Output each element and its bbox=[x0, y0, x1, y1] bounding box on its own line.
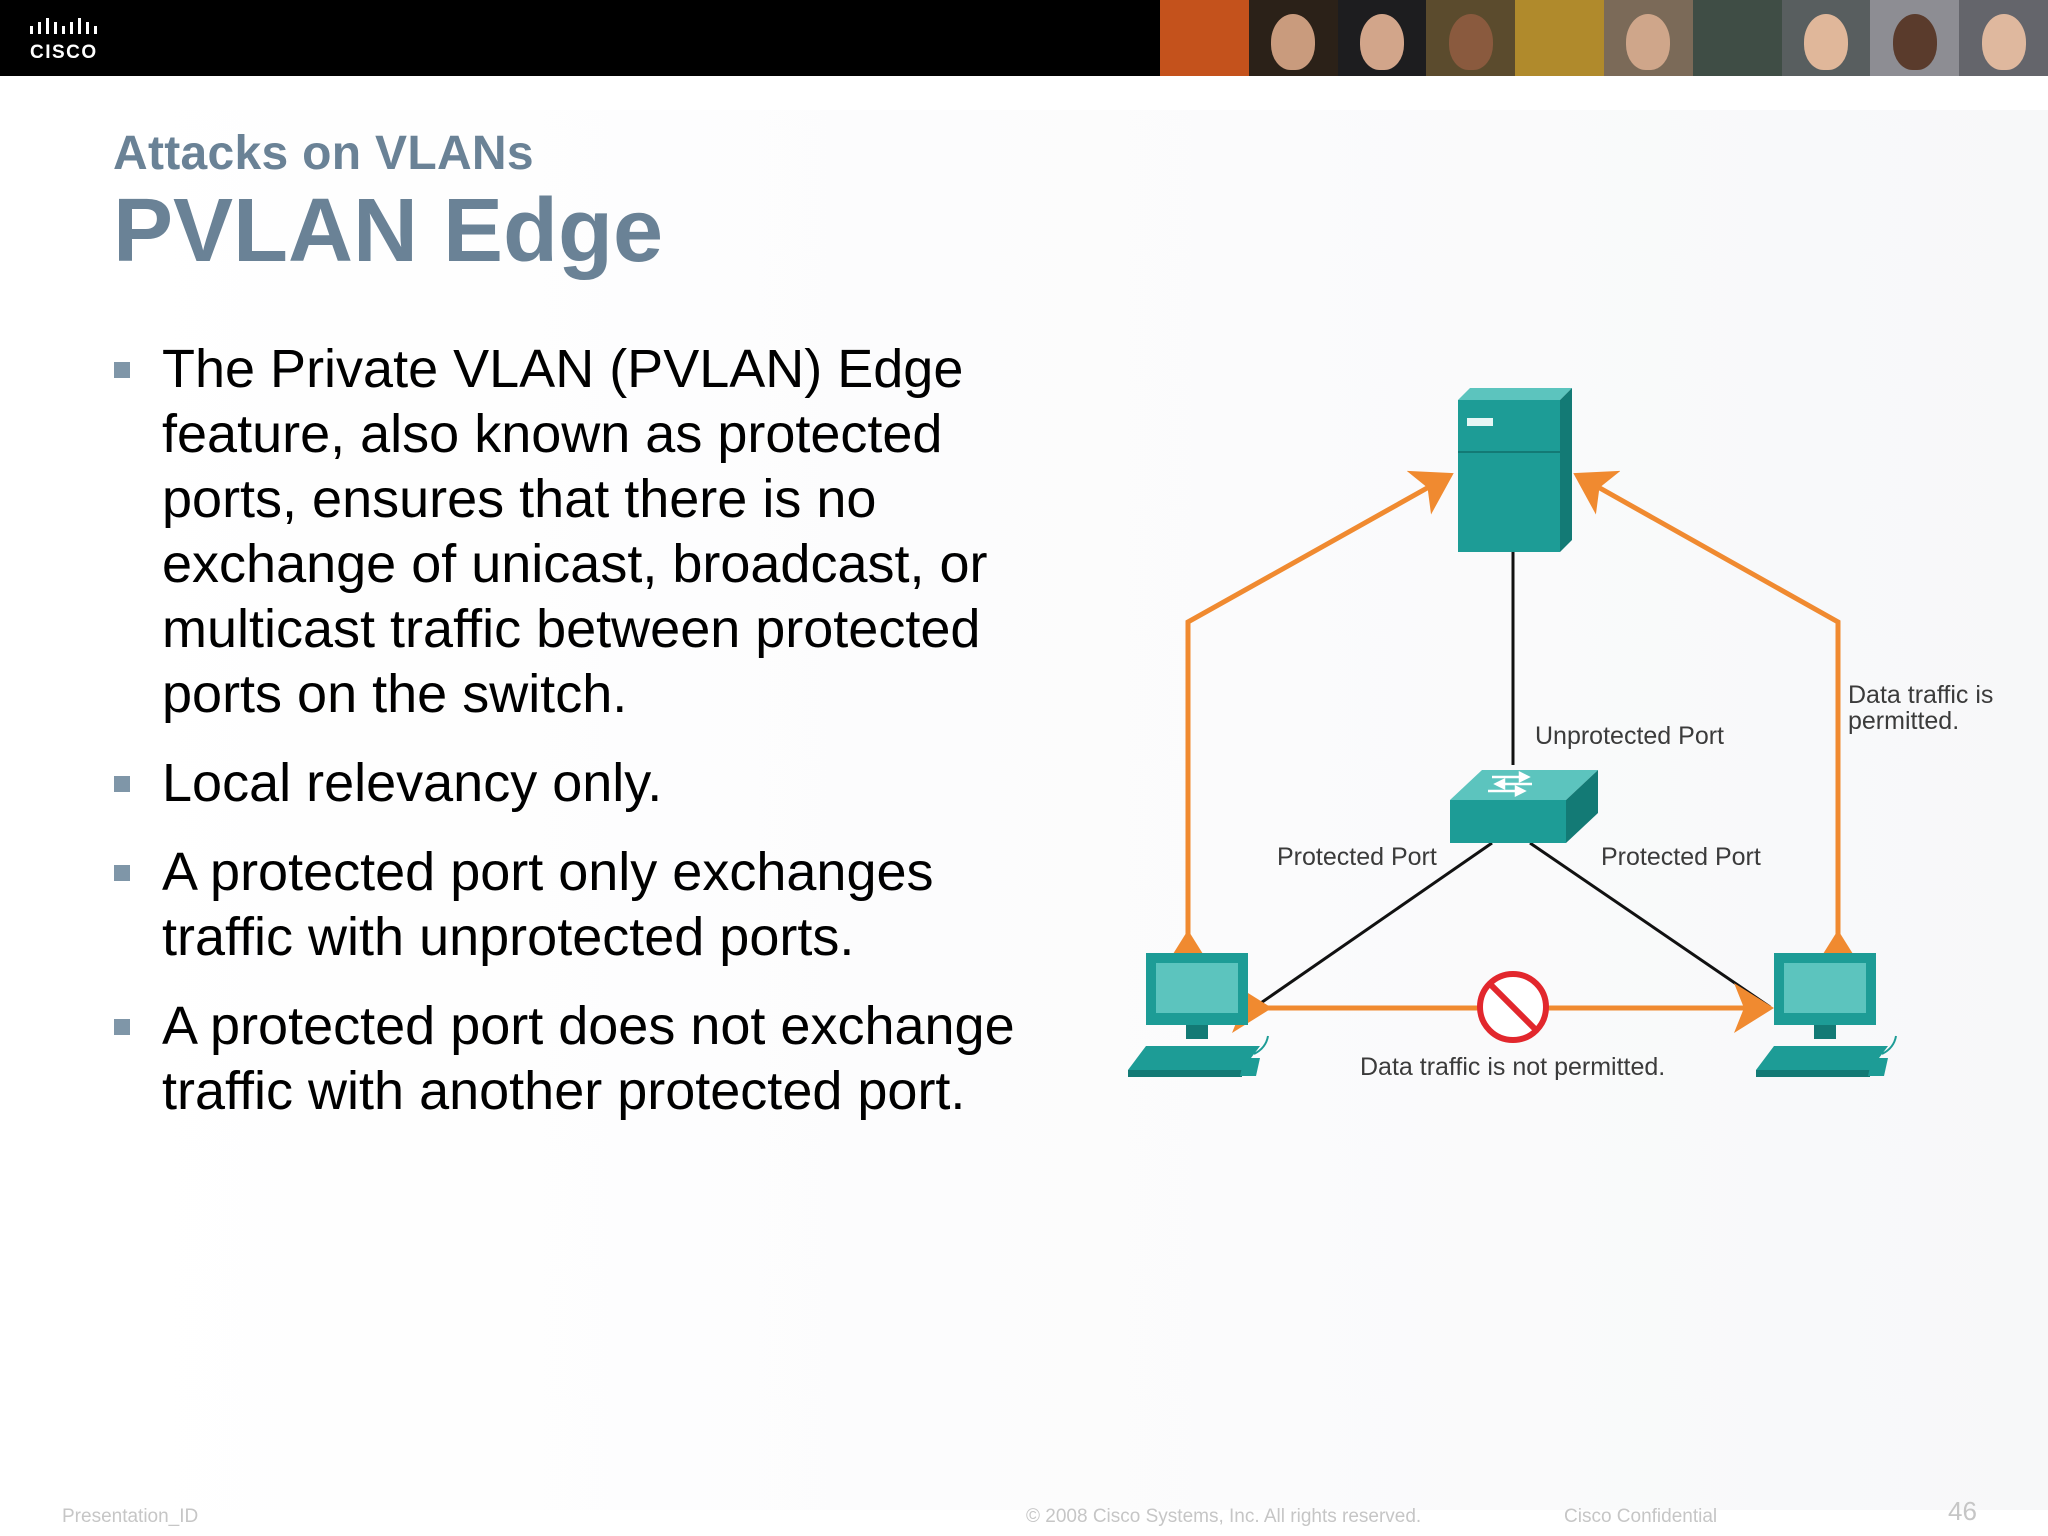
logo-text: CISCO bbox=[30, 42, 98, 63]
permitted-label-line1: Data traffic is bbox=[1848, 681, 1993, 709]
footer-confidential: Cisco Confidential bbox=[1564, 1506, 1718, 1527]
prohibited-icon bbox=[1477, 971, 1549, 1043]
bullet-text: The Private VLAN (PVLAN) Edge feature, a… bbox=[162, 339, 988, 724]
unprotected-port-label: Unprotected Port bbox=[1535, 722, 1724, 750]
header-photo-strip bbox=[1160, 0, 2048, 76]
bullet-marker bbox=[114, 776, 130, 792]
face-shape bbox=[1803, 14, 1848, 70]
chalkboard-photo bbox=[1692, 0, 1782, 76]
bullet-item: A protected port only exchanges traffic … bbox=[112, 840, 1072, 970]
woman-headscarf-photo bbox=[1603, 0, 1693, 76]
face-shape bbox=[1981, 14, 2026, 70]
bullet-marker bbox=[114, 865, 130, 881]
woman-portrait-photo bbox=[1248, 0, 1338, 76]
right-protected-port-label: Protected Port bbox=[1601, 843, 1761, 871]
face-shape bbox=[1359, 14, 1404, 70]
permitted-arrow-right bbox=[1573, 470, 1863, 970]
bullet-item: Local relevancy only. bbox=[112, 751, 1072, 816]
not-permitted-label: Data traffic is not permitted. bbox=[1360, 1053, 1665, 1081]
woman-smiling-photo bbox=[1781, 0, 1871, 76]
bullet-text: Local relevancy only. bbox=[162, 753, 663, 813]
left-protected-port-label: Protected Port bbox=[1277, 843, 1437, 871]
face-shape bbox=[1448, 14, 1493, 70]
pvlan-edge-diagram: Unprotected Port Protected Port Protecte… bbox=[1128, 388, 1993, 1081]
face-shape bbox=[1271, 14, 1316, 70]
left-pc-icon bbox=[1128, 953, 1269, 1077]
server-icon bbox=[1458, 388, 1572, 552]
man-suit-portrait-photo bbox=[1337, 0, 1427, 76]
permitted-label-line2: permitted. bbox=[1848, 707, 1959, 735]
footer-copyright: © 2008 Cisco Systems, Inc. All rights re… bbox=[1026, 1506, 1422, 1527]
man-cap-portrait-photo bbox=[1959, 0, 2048, 76]
bullet-marker bbox=[114, 362, 130, 378]
footer-presentation-id: Presentation_ID bbox=[62, 1506, 199, 1527]
slide-title: PVLAN Edge bbox=[113, 181, 664, 281]
header-bar: CISCO bbox=[0, 0, 2048, 76]
right-pc-icon bbox=[1756, 953, 1897, 1077]
orange-abstract-photo bbox=[1160, 0, 1249, 76]
switch-icon bbox=[1450, 770, 1598, 843]
bullet-text: A protected port does not exchange traff… bbox=[162, 996, 1015, 1121]
bullet-list: The Private VLAN (PVLAN) Edge feature, a… bbox=[112, 337, 1072, 1148]
cisco-logo: CISCO bbox=[30, 18, 98, 63]
bullet-text: A protected port only exchanges traffic … bbox=[162, 842, 934, 967]
bullet-item: The Private VLAN (PVLAN) Edge feature, a… bbox=[112, 337, 1072, 727]
face-shape bbox=[1892, 14, 1937, 70]
bullet-marker bbox=[114, 1019, 130, 1035]
page-number: 46 bbox=[1948, 1496, 1977, 1526]
bullet-item: A protected port does not exchange traff… bbox=[112, 994, 1072, 1124]
gold-abstract-photo bbox=[1515, 0, 1604, 76]
slide-subtitle: Attacks on VLANs bbox=[113, 127, 534, 180]
man-portrait-photo bbox=[1870, 0, 1960, 76]
man-portrait-photo bbox=[1426, 0, 1516, 76]
permitted-arrow-left bbox=[1163, 470, 1454, 970]
face-shape bbox=[1626, 14, 1671, 70]
